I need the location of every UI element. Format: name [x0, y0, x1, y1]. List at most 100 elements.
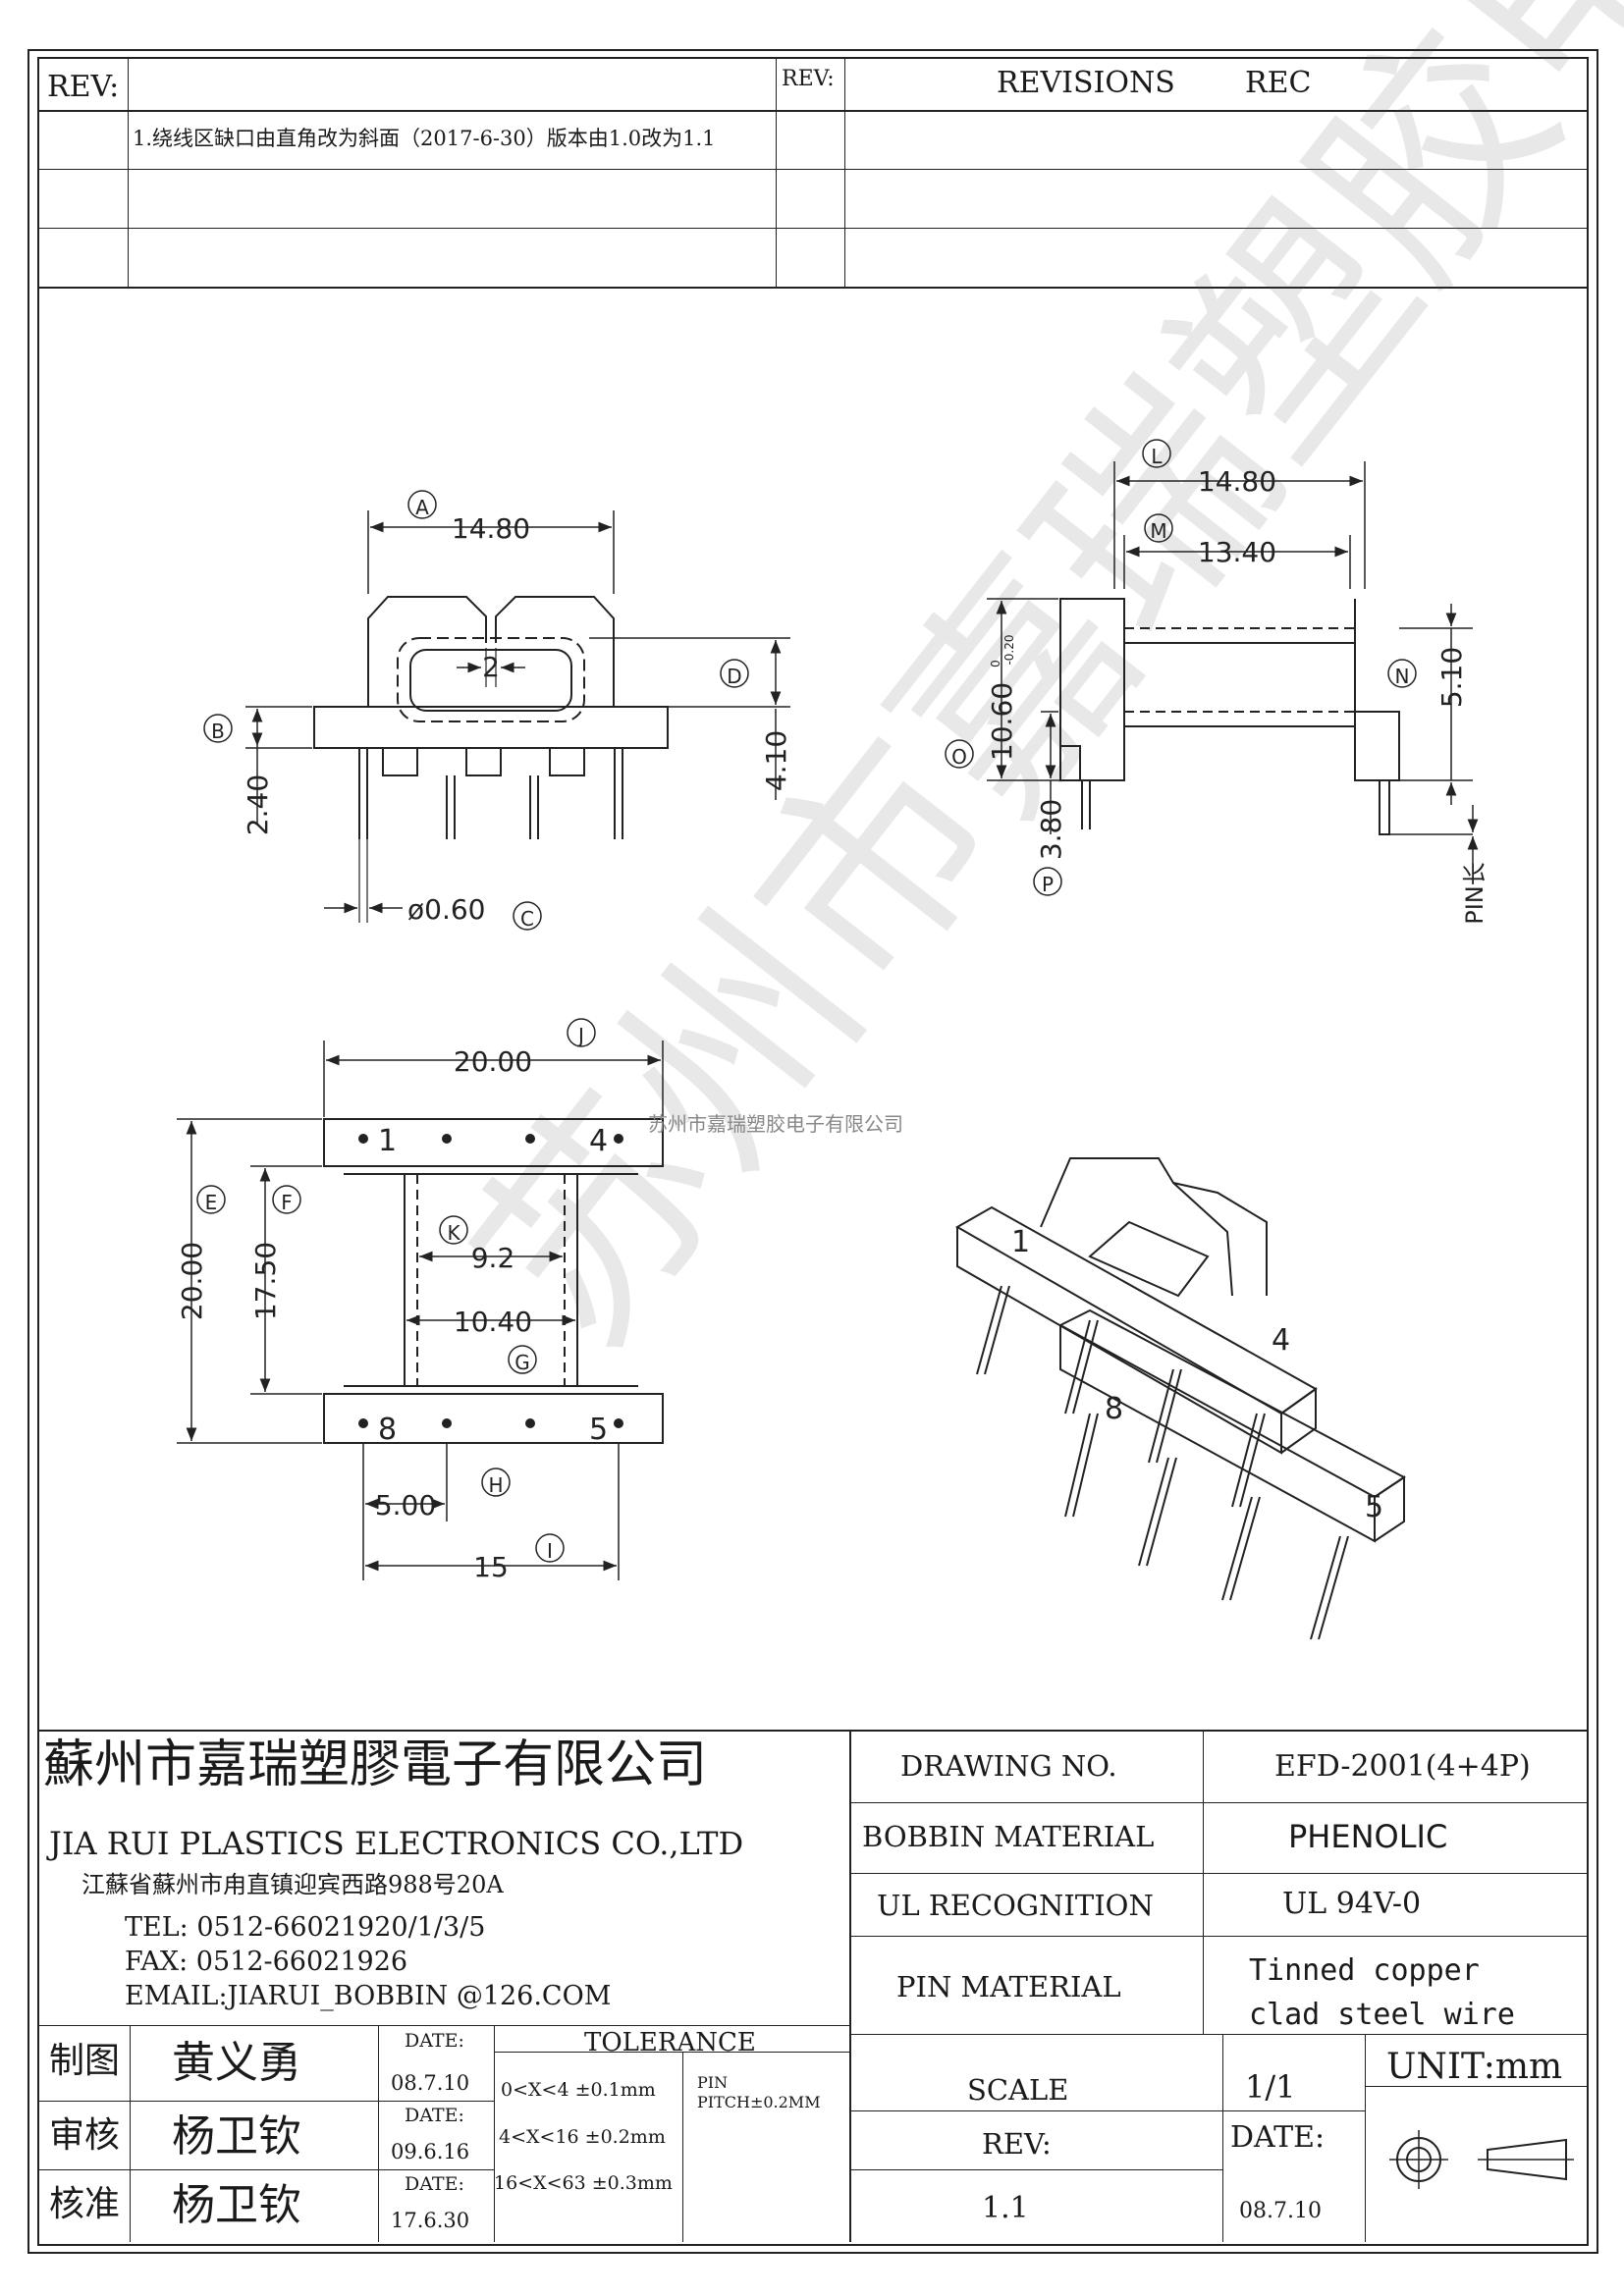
front-pin-1 [358, 748, 368, 839]
date-label-checker: DATE: [405, 2105, 464, 2126]
projection-symbol [1389, 2130, 1574, 2189]
tolerance-label: TOLERANCE [584, 2028, 756, 2057]
company-tel: TEL: 0512-66021920/1/3/5 [125, 1912, 486, 1943]
tolerance-row-3: 16<X<63 ±0.3mm [494, 2172, 673, 2194]
dim-m: 13.40 [1198, 536, 1276, 568]
name-checker: 杨卫钦 [172, 2111, 301, 2162]
scale-value: 1/1 [1245, 2068, 1296, 2106]
side-view-labels: L 14.80 M 13.40 O 10.60 0 -0.20 3.80 P N… [945, 439, 1489, 925]
date-drafter: 08.7.10 [391, 2071, 470, 2095]
front-flange [313, 706, 669, 749]
pin-tol-2: PITCH±0.2MM [697, 2093, 821, 2111]
rec-header: REC [1245, 66, 1312, 100]
rev-label: REV: [47, 70, 120, 104]
iso-pin-7 [1138, 1457, 1177, 1567]
tolerance-row-2: 4<X<16 ±0.2mm [499, 2126, 666, 2148]
drawing-no-label: DRAWING NO. [900, 1749, 1117, 1783]
side-view [987, 461, 1479, 864]
dim-b: 2.40 [242, 774, 274, 835]
dim-o-tol-bottom: -0.20 [1002, 634, 1016, 665]
top-pin-1-label: 1 [378, 1124, 397, 1158]
dim-i: 15 [473, 1551, 509, 1583]
pin-tol-1: PIN [697, 2073, 729, 2092]
name-drafter: 黄义勇 [172, 2038, 301, 2088]
label-p: P [1042, 873, 1054, 896]
front-right-cheek [495, 596, 615, 707]
label-i: I [547, 1539, 553, 1563]
label-b: B [211, 720, 225, 743]
side-pin-left [1081, 780, 1091, 829]
role-approver: 核准 [49, 2184, 121, 2224]
rev-value: 1.1 [982, 2191, 1029, 2225]
front-pin-4 [614, 748, 623, 839]
front-inner-window [409, 649, 572, 712]
company-cn: 蘇州市嘉瑞塑膠電子有限公司 [43, 1735, 708, 1794]
balloon-c [513, 901, 542, 931]
iso-pin-5-label: 5 [1365, 1490, 1383, 1524]
revision-note: 1.绕线区缺口由直角改为斜面（2017-6-30）版本由1.0改为1.1 [133, 127, 716, 150]
balloon-a [407, 490, 437, 519]
iso-pin-1-label: 1 [1011, 1225, 1030, 1259]
label-a: A [415, 496, 429, 519]
dim-slot: 2 [482, 651, 500, 683]
company-fax: FAX: 0512-66021926 [125, 1947, 408, 1977]
label-f: F [281, 1191, 293, 1214]
front-left-cheek [367, 596, 487, 707]
label-g: G [514, 1351, 530, 1374]
rev-label: REV: [982, 2127, 1052, 2161]
date-checker: 09.6.16 [391, 2140, 470, 2163]
balloon-l [1142, 439, 1171, 468]
iso-window [1088, 1220, 1210, 1298]
rev-label-2: REV: [782, 67, 835, 91]
side-pin-right [1379, 780, 1390, 835]
balloon-o [945, 739, 974, 769]
bobbin-material-label: BOBBIN MATERIAL [862, 1820, 1155, 1853]
pin-length: PIN长 [1461, 862, 1489, 925]
label-l: L [1151, 445, 1163, 468]
balloon-p [1033, 867, 1062, 896]
balloon-j [567, 1018, 596, 1047]
dim-o-tol-top: 0 [989, 660, 1002, 667]
scale-label: SCALE [967, 2073, 1069, 2107]
iso-pin-6 [1221, 1496, 1261, 1601]
front-winding-window [397, 637, 585, 722]
top-pin-5-label: 5 [589, 1413, 608, 1447]
drawing-no: EFD-2001(4+4P) [1274, 1749, 1531, 1784]
inner-border [37, 57, 1589, 2246]
balloon-m [1144, 513, 1173, 543]
front-view [245, 510, 790, 923]
label-c: C [520, 907, 534, 931]
dim-c: ø0.60 [407, 893, 485, 926]
iso-upper-flange-face [956, 1227, 1282, 1455]
dim-l: 14.80 [1198, 465, 1276, 498]
balloon-f [272, 1185, 301, 1214]
date-value: 08.7.10 [1239, 2199, 1322, 2223]
label-n: N [1395, 665, 1410, 688]
balloon-g [508, 1345, 537, 1374]
front-view-labels: A 14.80 2 D 4.10 B 2.40 ø0.60 C [203, 490, 792, 931]
top-pin-8-label: 8 [378, 1413, 397, 1447]
dim-n: 5.10 [1435, 647, 1468, 708]
pin-material-line2: clad steel wire [1249, 1998, 1515, 2032]
label-o: O [951, 745, 967, 769]
label-d: D [727, 665, 741, 688]
iso-back-cheek [1040, 1157, 1233, 1297]
dim-o: 10.60 [986, 682, 1018, 761]
iso-pin-8 [1064, 1413, 1099, 1518]
label-m: M [1150, 519, 1166, 543]
date-label: DATE: [1230, 2120, 1326, 2155]
date-label-approver: DATE: [405, 2173, 464, 2195]
dim-j: 20.00 [454, 1045, 532, 1078]
iso-pin-1 [976, 1285, 1010, 1375]
watermark-inline: 苏州市嘉瑞塑胶电子有限公司 [648, 1112, 903, 1136]
bobbin-material: PHENOLIC [1288, 1818, 1448, 1855]
balloon-d [720, 659, 749, 688]
dim-p: 3.80 [1035, 799, 1067, 860]
unit-label: UNIT:mm [1386, 2047, 1563, 2087]
top-pin-4-label: 4 [589, 1124, 608, 1158]
company-en: JIA RUI PLASTICS ELECTRONICS CO.,LTD [49, 1825, 744, 1862]
company-email: EMAIL:JIARUI_BOBBIN @126.COM [125, 1981, 612, 2011]
top-view-labels: 20.00 J E 20.00 F 17.50 K 9.2 10.40 G 5.… [176, 1018, 903, 1583]
